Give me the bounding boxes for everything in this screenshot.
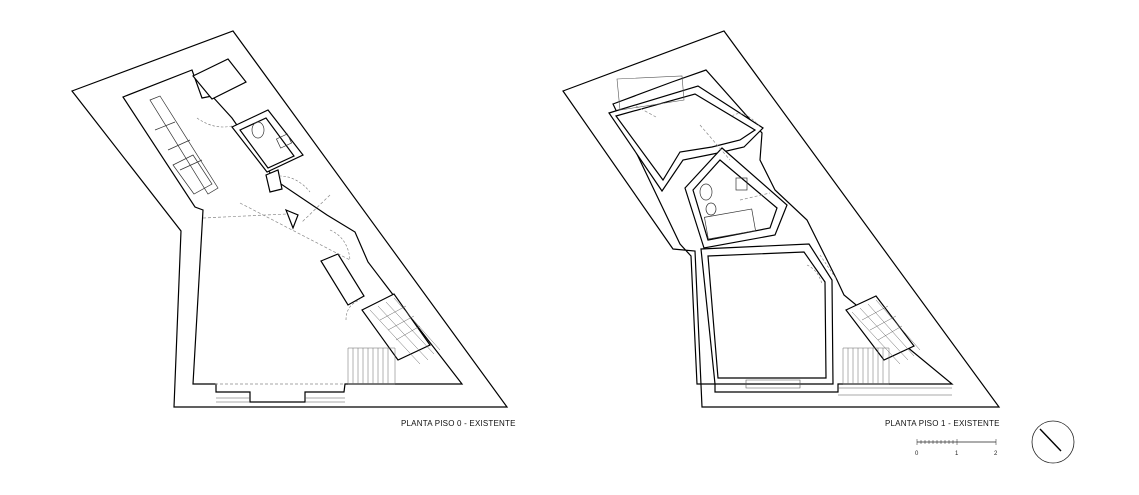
plan-1-staircase	[842, 299, 921, 385]
plan-0-dashed-lines	[202, 194, 351, 385]
plan-1-bidet	[705, 202, 717, 216]
scale-label-1: 1	[955, 451, 959, 457]
plan-0-facade-openings	[216, 397, 345, 403]
plan-1-sink	[735, 177, 748, 191]
plan-0-stair-wall	[320, 253, 365, 306]
plan-0-pillar	[284, 208, 299, 230]
scale-label-2: 2	[994, 451, 998, 457]
plan-ground-floor	[71, 30, 509, 408]
plan-1-wardrobe	[616, 75, 685, 111]
plan-0-door-swings	[196, 117, 361, 321]
plan-0-kitchen-counter	[149, 95, 219, 195]
plan-1-bath-wall	[684, 147, 788, 249]
plan-1-dashed-lines	[635, 105, 771, 201]
plan-0-caption: PLANTA PISO 0 - EXISTENTE	[401, 419, 516, 428]
plan-1-bathtub	[704, 208, 756, 240]
plan-0-staircase	[347, 297, 441, 385]
scale-label-0: 0	[915, 451, 919, 457]
plan-0-jamb	[265, 169, 283, 193]
scale-bar: 0 1 2	[915, 439, 998, 457]
plan-0-toilet	[251, 121, 265, 139]
plan-1-stair-core	[845, 295, 915, 361]
plan-1-toilet	[699, 183, 713, 201]
north-arrow-icon	[1031, 420, 1075, 464]
plan-1-room-wall	[700, 243, 834, 385]
plan-1-caption: PLANTA PISO 1 - EXISTENTE	[885, 419, 1000, 428]
plan-first-floor	[562, 30, 1001, 408]
plan-0-kitchen-unit	[172, 154, 213, 195]
plan-1-bedroom-wall	[608, 85, 764, 193]
plan-1-facade-openings	[745, 379, 952, 396]
plan-1-door-swings	[731, 113, 838, 285]
plan-0-sink	[275, 133, 293, 149]
plan-0-partition	[192, 58, 247, 100]
